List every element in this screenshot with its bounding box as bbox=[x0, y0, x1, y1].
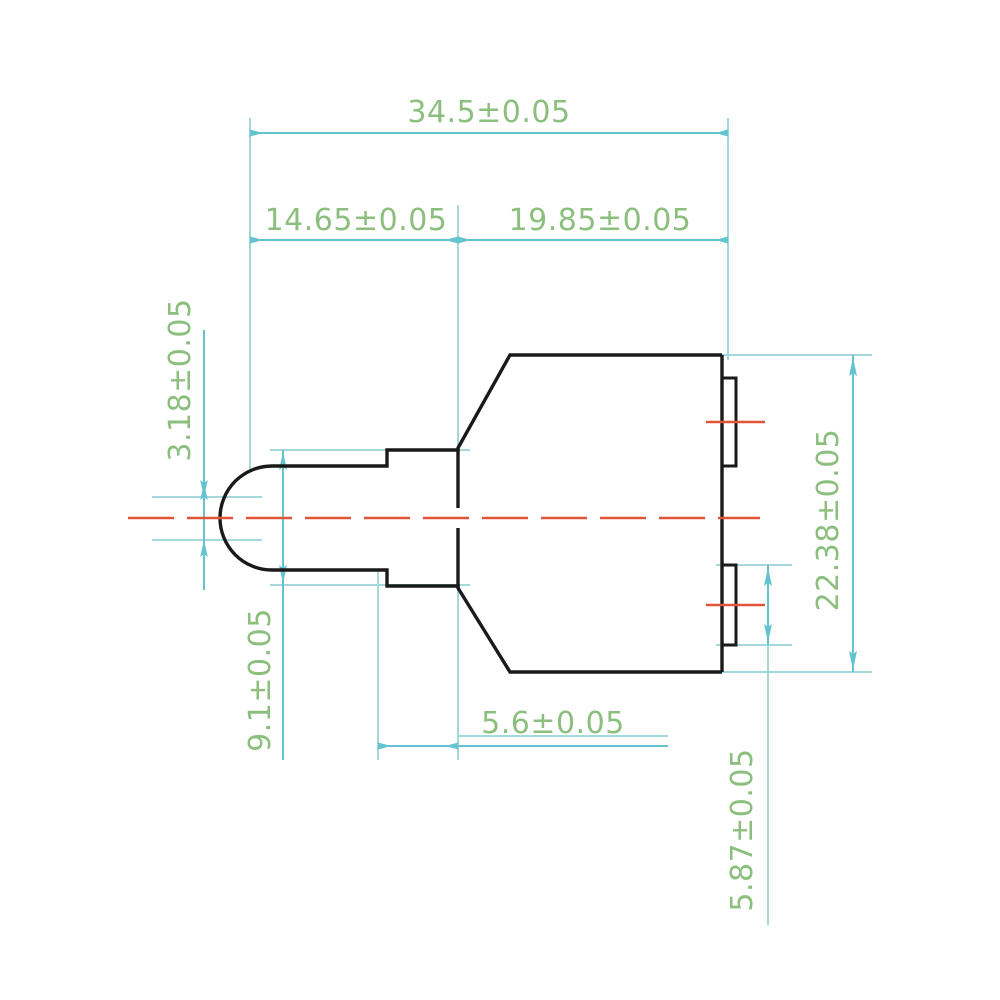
label-right-segment: 19.85±0.05 bbox=[509, 203, 692, 238]
arrow-lowslot-bottom bbox=[764, 624, 772, 643]
arrow-lowslot-top bbox=[764, 567, 772, 586]
label-left-segment: 14.65±0.05 bbox=[265, 203, 448, 238]
label-lower-slot: 5.87±0.05 bbox=[725, 748, 760, 911]
dimension-lines bbox=[200, 129, 857, 760]
part-geometry bbox=[218, 353, 738, 674]
arrow-body-bottom bbox=[849, 651, 857, 670]
label-fork-outer: 9.1±0.05 bbox=[243, 608, 278, 752]
arrow-gap-top-2 bbox=[200, 480, 208, 497]
label-fork-gap: 3.18±0.05 bbox=[163, 298, 198, 461]
label-overall-length: 34.5±0.05 bbox=[407, 95, 570, 130]
arrow-gap-bottom bbox=[200, 540, 208, 557]
arrow-body-top bbox=[849, 357, 857, 376]
dimension-labels: 34.5±0.05 14.65±0.05 19.85±0.05 3.18±0.0… bbox=[163, 95, 846, 912]
centerlines bbox=[128, 420, 765, 607]
label-body-height: 22.38±0.05 bbox=[811, 429, 846, 612]
label-taper-run: 5.6±0.05 bbox=[481, 706, 625, 741]
